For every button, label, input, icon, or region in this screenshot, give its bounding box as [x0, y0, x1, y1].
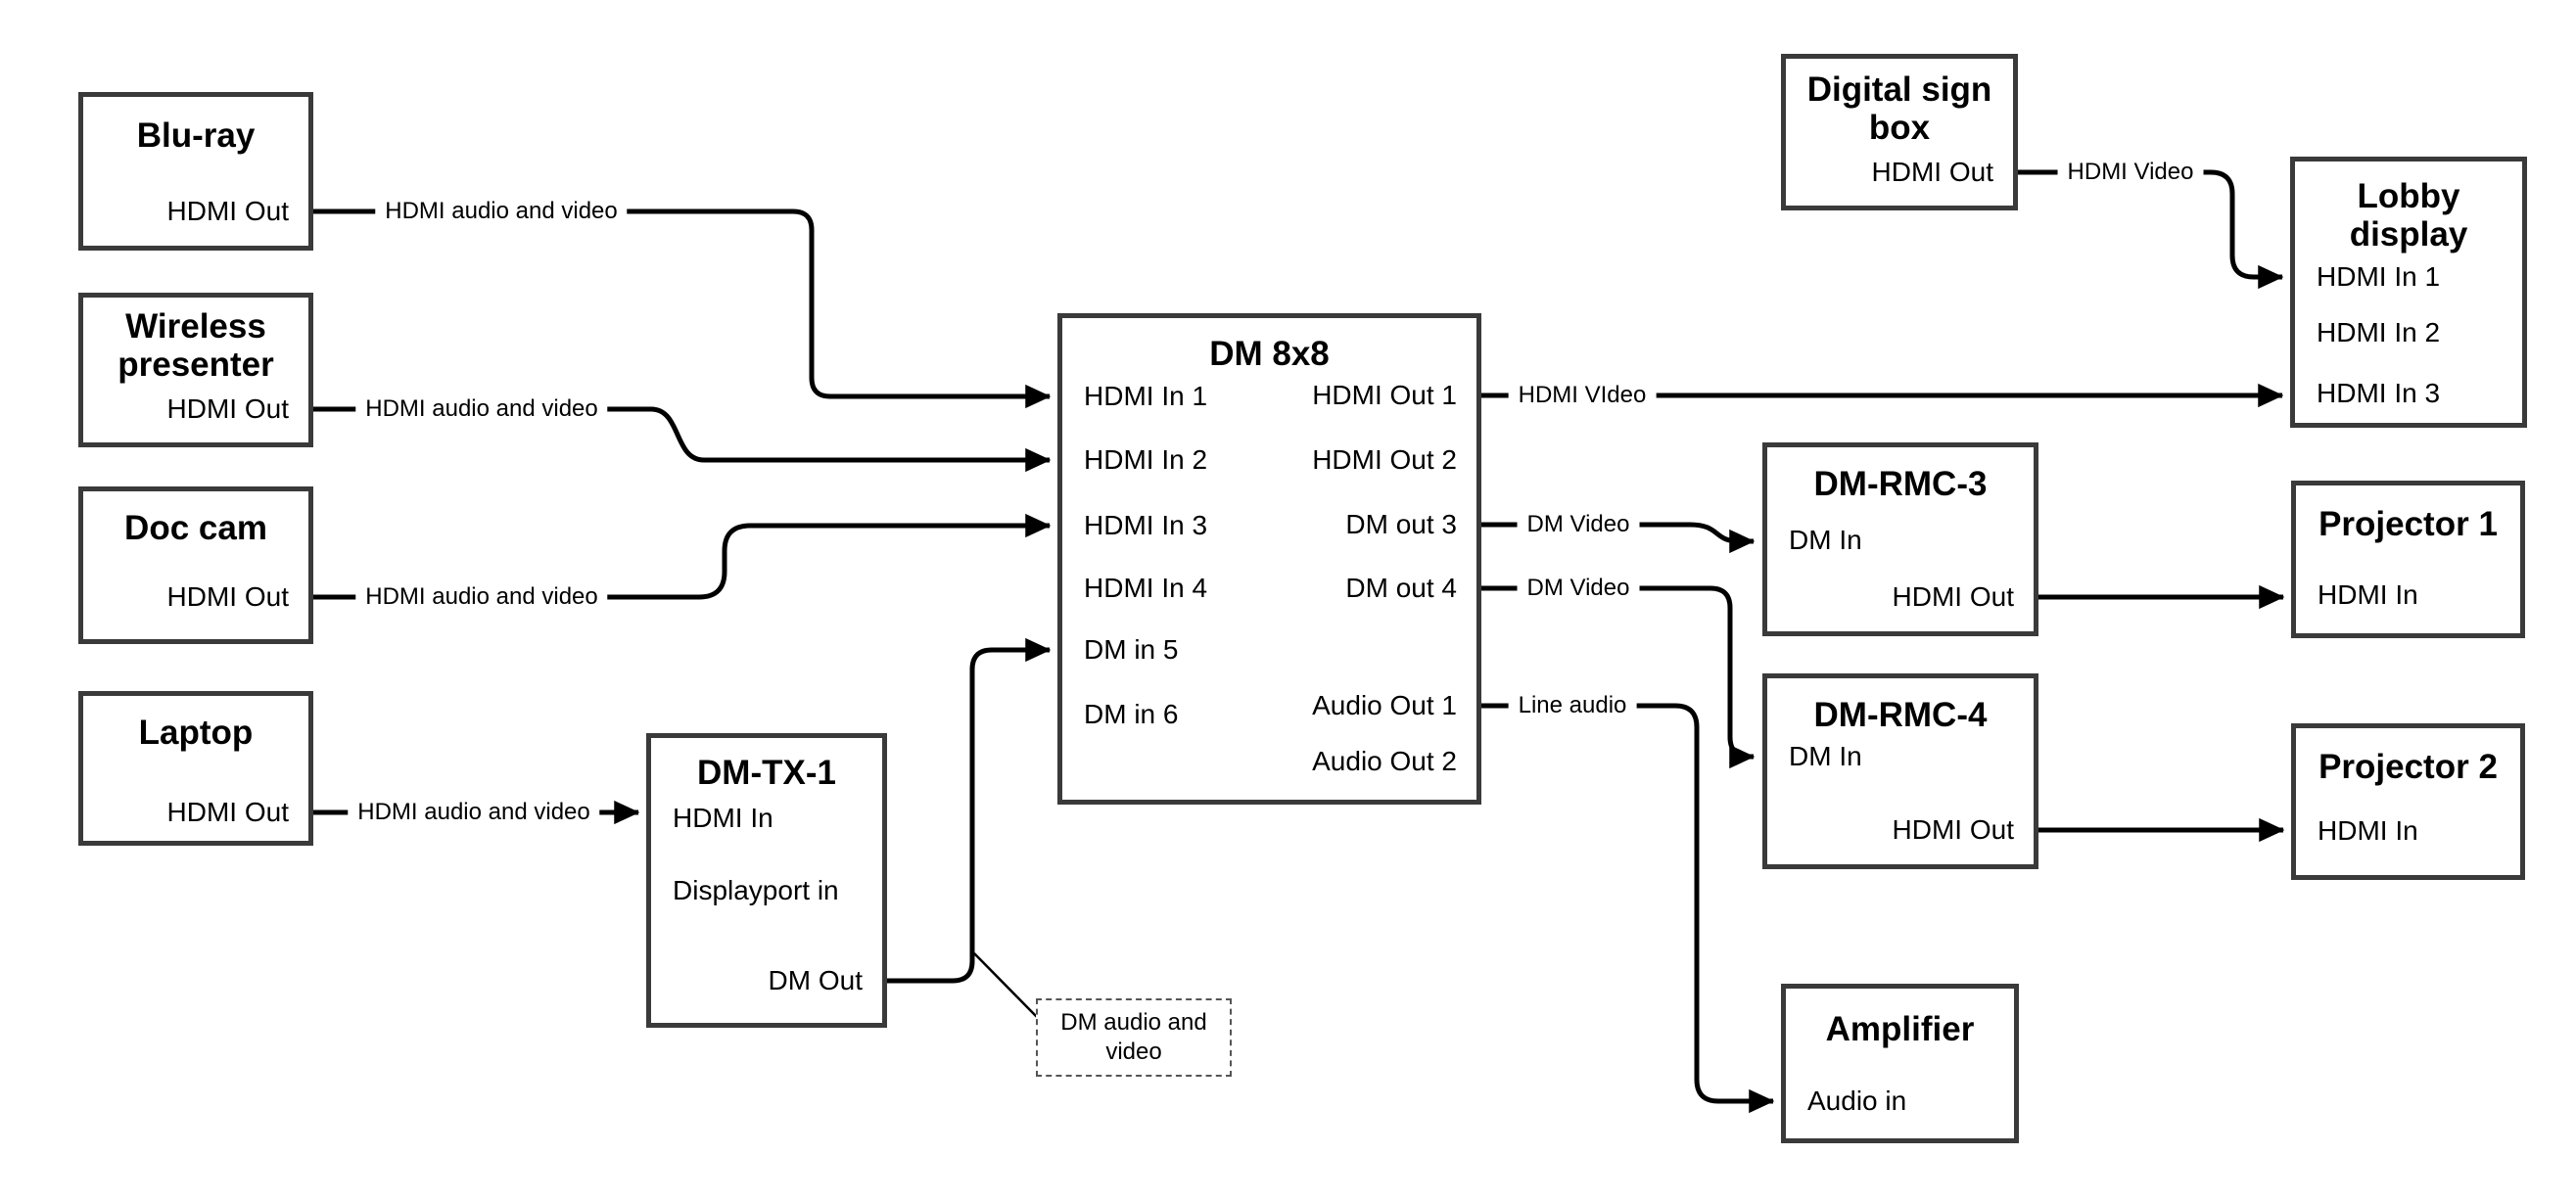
- node-title: DM-TX-1: [697, 754, 836, 792]
- node-title: DM-RMC-4: [1813, 696, 1988, 734]
- port-projector1-hdmi-in: HDMI In: [2318, 579, 2418, 610]
- wire-label-dm-video-out4: DM Video: [1517, 573, 1640, 604]
- port-dm8x8-hdmi-in-3: HDMI In 3: [1084, 510, 1208, 540]
- port-doccam-hdmi-out: HDMI Out: [166, 581, 289, 612]
- port-dm8x8-hdmi-in-4: HDMI In 4: [1084, 573, 1208, 603]
- wire-digital-sign-to-lobby-hdmi-in-1: [2018, 169, 2284, 290]
- wire-dm8x8-dm-out-3-to-dmrmc3-dm-in: [1481, 522, 1756, 554]
- node-title: Projector 1: [2318, 505, 2498, 543]
- node-wireless-presenter: Wireless presenter HDMI Out: [78, 293, 313, 447]
- port-dm8x8-dm-in-5: DM in 5: [1084, 634, 1179, 665]
- port-lobby-hdmi-in-1: HDMI In 1: [2317, 261, 2441, 292]
- port-dm8x8-hdmi-in-1: HDMI In 1: [1084, 381, 1208, 411]
- port-dmtx1-dm-out: DM Out: [768, 965, 863, 995]
- node-title: DM 8x8: [1209, 335, 1330, 373]
- port-dm8x8-hdmi-out-2: HDMI Out 2: [1312, 444, 1457, 475]
- node-projector-1: Projector 1 HDMI In: [2291, 481, 2525, 638]
- port-dm8x8-audio-out-2: Audio Out 2: [1312, 746, 1457, 776]
- callout-leader-line: [973, 952, 1039, 1019]
- port-wireless-hdmi-out: HDMI Out: [166, 393, 289, 424]
- port-amplifier-audio-in: Audio in: [1807, 1086, 1907, 1116]
- node-title: Digital sign box: [1806, 70, 1992, 148]
- wire-wireless-presenter-to-dm8x8-hdmi-in-2: [313, 406, 1052, 473]
- port-dm8x8-hdmi-in-2: HDMI In 2: [1084, 444, 1208, 475]
- node-title: Amplifier: [1825, 1010, 1975, 1048]
- node-dm-8x8: DM 8x8 HDMI In 1 HDMI In 2 HDMI In 3 HDM…: [1057, 313, 1481, 805]
- node-doc-cam: Doc cam HDMI Out: [78, 486, 313, 644]
- node-title: Wireless presenter: [117, 307, 274, 385]
- wire-dm8x8-audio-out-1-to-amplifier-audio-in: [1481, 703, 1775, 1114]
- wire-label-dm-video-out3: DM Video: [1517, 509, 1640, 540]
- wire-label-wireless: HDMI audio and video: [355, 393, 608, 425]
- port-lobby-hdmi-in-3: HDMI In 3: [2317, 378, 2441, 408]
- port-laptop-hdmi-out: HDMI Out: [166, 797, 289, 827]
- node-title: Laptop: [138, 714, 254, 752]
- port-lobby-hdmi-in-2: HDMI In 2: [2317, 317, 2441, 347]
- wire-label-hdmi-video-out1: HDMI VIdeo: [1508, 380, 1657, 411]
- node-laptop: Laptop HDMI Out: [78, 691, 313, 846]
- node-title: Lobby display: [2349, 177, 2468, 254]
- port-dmrmc3-dm-in: DM In: [1789, 525, 1862, 555]
- port-dmtx1-displayport-in: Displayport in: [673, 875, 839, 905]
- node-title: Doc cam: [124, 509, 267, 547]
- port-dm8x8-audio-out-1: Audio Out 1: [1312, 690, 1457, 720]
- port-dm8x8-dm-out-3: DM out 3: [1345, 509, 1457, 539]
- port-dmrmc4-dm-in: DM In: [1789, 741, 1862, 771]
- wire-label-bluray: HDMI audio and video: [375, 196, 628, 227]
- node-amplifier: Amplifier Audio in: [1781, 984, 2019, 1143]
- callout-dm-audio-and-video: DM audio and video: [1036, 998, 1232, 1077]
- node-dm-tx-1: DM-TX-1 HDMI In Displayport in DM Out: [646, 733, 887, 1028]
- wire-doc-cam-to-dm8x8-hdmi-in-3: [313, 513, 1052, 600]
- port-dm8x8-dm-in-6: DM in 6: [1084, 699, 1179, 729]
- wire-label-doc-cam: HDMI audio and video: [355, 581, 608, 613]
- node-title: DM-RMC-3: [1813, 465, 1988, 503]
- port-dm8x8-hdmi-out-1: HDMI Out 1: [1312, 380, 1457, 410]
- node-dm-rmc-4: DM-RMC-4 DM In HDMI Out: [1762, 673, 2038, 869]
- port-dm8x8-dm-out-4: DM out 4: [1345, 573, 1457, 603]
- wire-dm8x8-dm-out-4-to-dmrmc4-dm-in: [1481, 585, 1756, 769]
- node-projector-2: Projector 2 HDMI In: [2291, 723, 2525, 880]
- port-dmrmc3-hdmi-out: HDMI Out: [1892, 581, 2014, 612]
- port-projector2-hdmi-in: HDMI In: [2318, 815, 2418, 846]
- port-dmrmc4-hdmi-out: HDMI Out: [1892, 814, 2014, 845]
- node-lobby-display: Lobby display HDMI In 1 HDMI In 2 HDMI I…: [2290, 157, 2527, 428]
- wire-label-line-audio: Line audio: [1508, 690, 1637, 721]
- node-dm-rmc-3: DM-RMC-3 DM In HDMI Out: [1762, 442, 2038, 636]
- wire-label-hdmi-video-sign: HDMI Video: [2057, 157, 2204, 188]
- wire-label-laptop: HDMI audio and video: [348, 797, 600, 828]
- node-title: Blu-ray: [136, 116, 256, 155]
- port-digital-sign-hdmi-out: HDMI Out: [1871, 157, 1993, 187]
- port-dmtx1-hdmi-in: HDMI In: [673, 803, 773, 833]
- node-bluray: Blu-ray HDMI Out: [78, 92, 313, 251]
- wire-dmtx1-dm-out-to-dm8x8-dm-in-5: [887, 637, 1052, 984]
- wire-bluray-to-dm8x8-hdmi-in-1: [313, 208, 1052, 409]
- port-bluray-hdmi-out: HDMI Out: [166, 196, 289, 226]
- node-title: Projector 2: [2318, 748, 2498, 786]
- node-digital-sign-box: Digital sign box HDMI Out: [1781, 54, 2018, 210]
